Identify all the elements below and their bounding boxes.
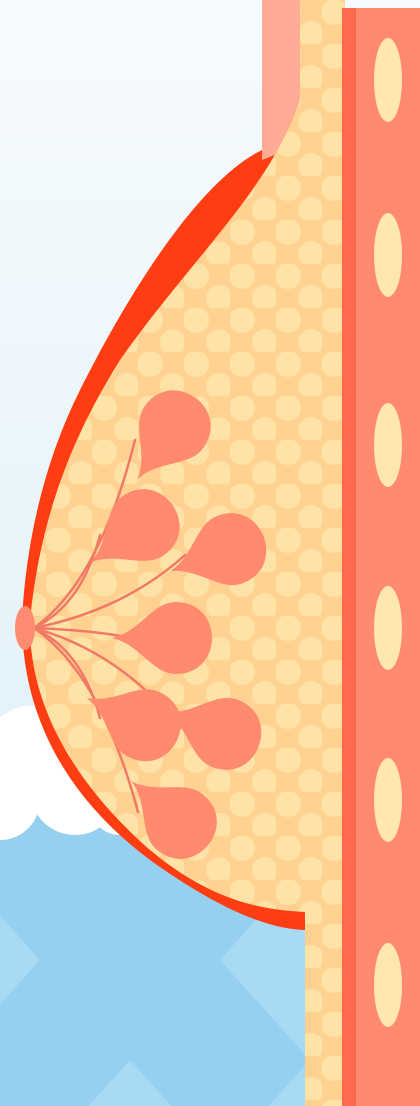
rib-icon (374, 758, 402, 842)
rib-icon (374, 943, 402, 1027)
rib-icon (374, 403, 402, 487)
nipple-icon (15, 606, 35, 650)
rib-icon (374, 38, 402, 122)
rib-icon (374, 586, 402, 670)
rib-icon (374, 213, 402, 297)
chest-wall (356, 8, 420, 1106)
